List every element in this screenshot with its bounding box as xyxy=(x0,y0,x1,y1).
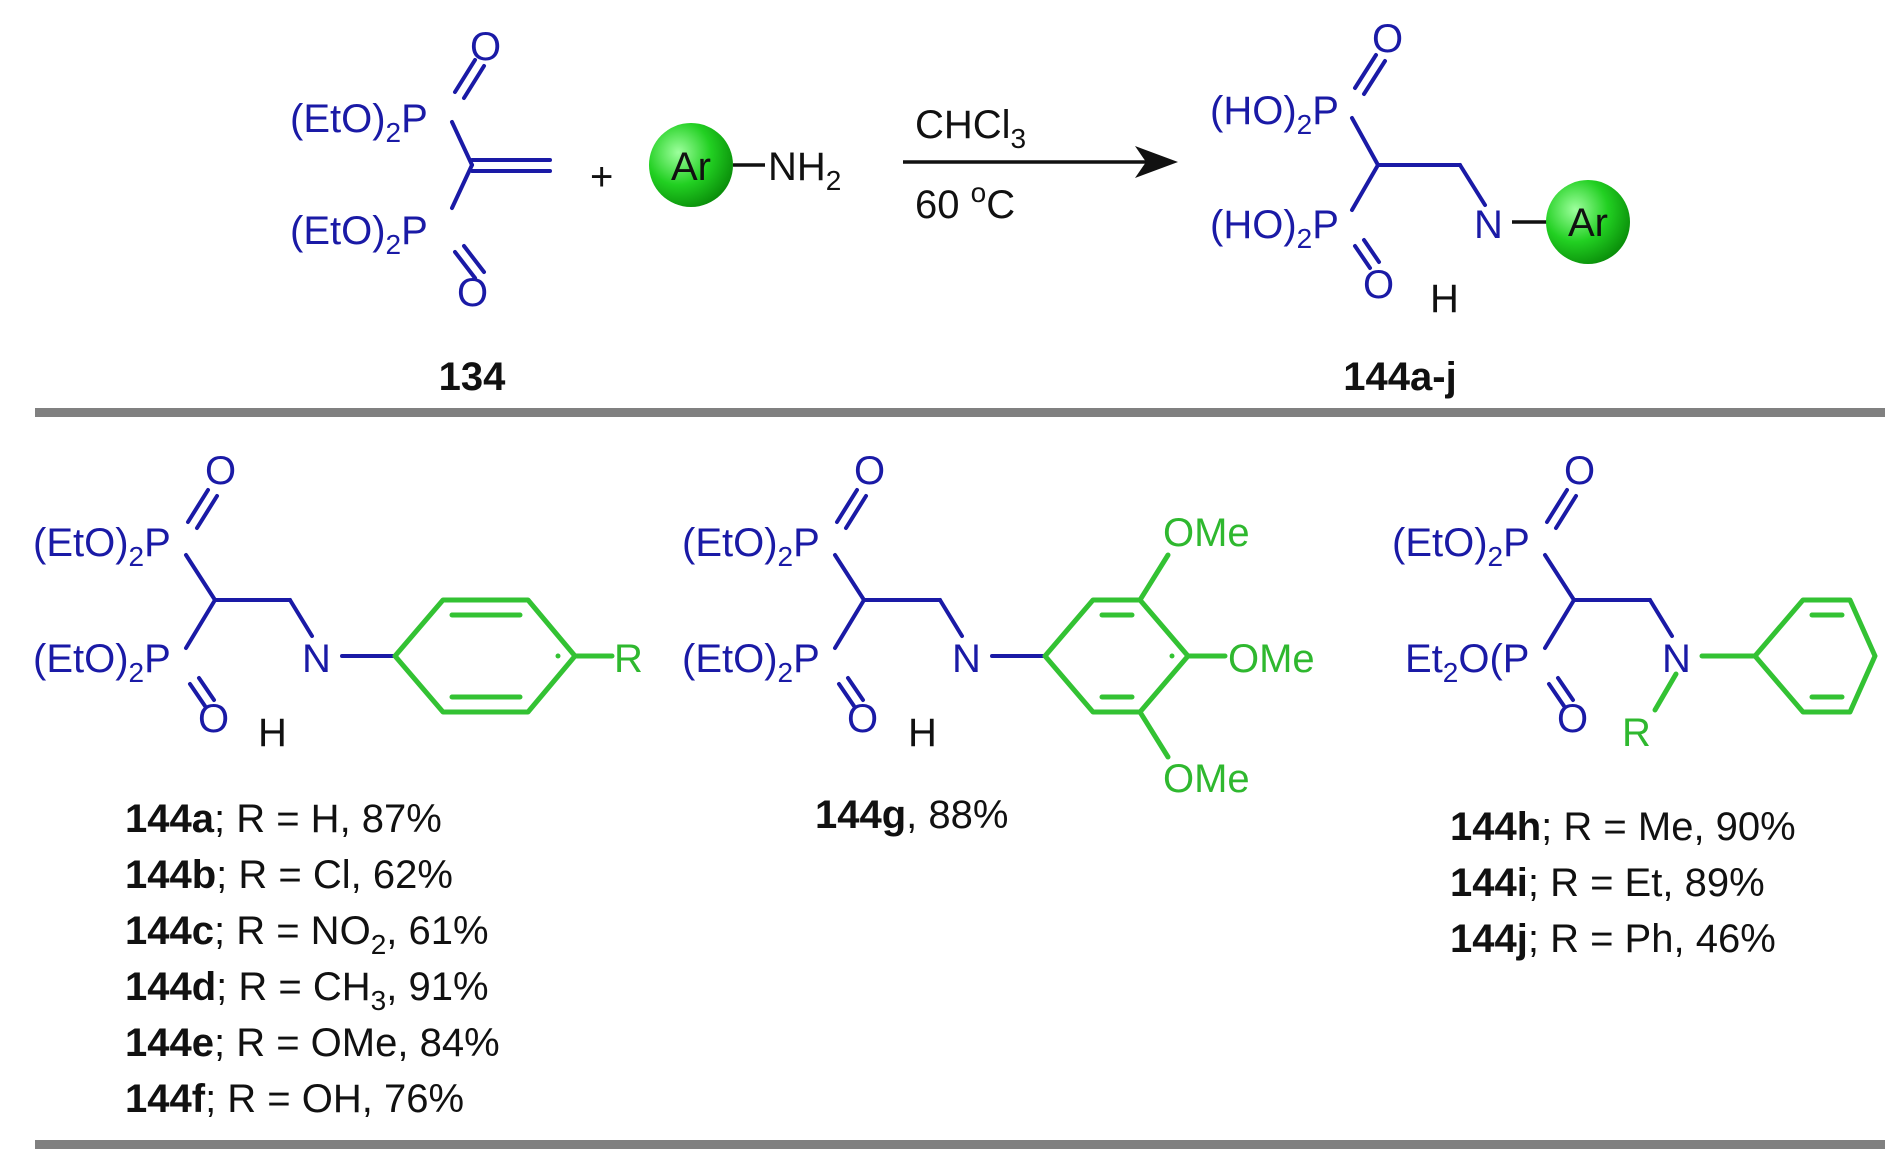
amine-label: NH2 xyxy=(768,145,841,196)
right-phosphonate-lower: Et2O(P xyxy=(1405,637,1530,688)
middle-nitrogen: N xyxy=(952,637,981,681)
reactant-oxygen-lower: O xyxy=(457,271,488,315)
left-oxygen-upper: O xyxy=(205,449,236,493)
left-hydrogen: H xyxy=(258,711,287,755)
entry-144j: 144j; R = Ph, 46% xyxy=(1450,917,1776,961)
compound-144a-f: (EtO)2P O (EtO)2P O N H R 144a; R = H, 8… xyxy=(33,449,643,1121)
product-oxygen-upper: O xyxy=(1372,17,1403,61)
entry-144c: 144c; R = NO2, 61% xyxy=(125,909,489,960)
product-hydrogen: H xyxy=(1430,277,1459,321)
middle-phosphonate-lower: (EtO)2P xyxy=(682,637,820,688)
entry-144a: 144a; R = H, 87% xyxy=(125,797,442,841)
product-phosphonic-upper: (HO)2P xyxy=(1210,89,1339,140)
compound-144g: (EtO)2P O (EtO)2P O N H OMe OMe OMe 144g… xyxy=(682,449,1315,837)
reactant-oxygen-upper: O xyxy=(470,25,501,69)
reaction-arrow: CHCl3 60 oC xyxy=(903,103,1178,227)
entry-144h: 144h; R = Me, 90% xyxy=(1450,805,1796,849)
left-phosphonate-lower: (EtO)2P xyxy=(33,637,171,688)
compound-label-134: 134 xyxy=(439,355,506,399)
aryl-amine: Ar NH2 xyxy=(649,123,841,207)
methoxy-upper: OMe xyxy=(1163,511,1250,555)
product-144a-j: (HO)2P O (HO)2P O N H Ar 144a-j xyxy=(1210,17,1630,399)
right-oxygen-lower: O xyxy=(1557,697,1588,741)
product-nitrogen: N xyxy=(1474,203,1503,247)
middle-oxygen-lower: O xyxy=(847,697,878,741)
product-oxygen-lower: O xyxy=(1363,263,1394,307)
entry-144i: 144i; R = Et, 89% xyxy=(1450,861,1765,905)
right-r-group: R xyxy=(1622,711,1651,755)
left-nitrogen: N xyxy=(302,637,331,681)
right-yield-list: 144h; R = Me, 90% 144i; R = Et, 89% 144j… xyxy=(1450,805,1796,961)
reactant-134: (EtO)2P O (EtO)2P O 134 xyxy=(290,25,552,399)
methoxy-lower: OMe xyxy=(1163,757,1250,801)
plus-sign: + xyxy=(590,155,613,199)
compound-144h-j: (EtO)2P O Et2O(P O N R 144h; R = Me, 90%… xyxy=(1392,449,1878,961)
entry-144e: 144e; R = OMe, 84% xyxy=(125,1021,500,1065)
middle-phosphonate-upper: (EtO)2P xyxy=(682,521,820,572)
product-phosphonic-lower: (HO)2P xyxy=(1210,203,1339,254)
entry-144b: 144b; R = Cl, 62% xyxy=(125,853,453,897)
reactant-phosphonate-lower: (EtO)2P xyxy=(290,209,428,260)
right-phosphonate-upper: (EtO)2P xyxy=(1392,521,1530,572)
solvent-label: CHCl3 xyxy=(915,103,1026,154)
left-r-group: R xyxy=(614,637,643,681)
product-aryl-label: Ar xyxy=(1568,201,1608,245)
reactant-phosphonate-upper: (EtO)2P xyxy=(290,97,428,148)
right-nitrogen: N xyxy=(1662,637,1691,681)
temperature-label: 60 oC xyxy=(915,177,1015,227)
entry-144f: 144f; R = OH, 76% xyxy=(125,1077,464,1121)
middle-hydrogen: H xyxy=(908,711,937,755)
left-yield-list: 144a; R = H, 87% 144b; R = Cl, 62% 144c;… xyxy=(125,797,500,1121)
middle-oxygen-upper: O xyxy=(854,449,885,493)
aryl-ball-icon xyxy=(649,123,733,207)
entry-144g: 144g, 88% xyxy=(815,793,1008,837)
aryl-label: Ar xyxy=(671,145,711,189)
left-oxygen-lower: O xyxy=(198,697,229,741)
product-aryl-ball-icon xyxy=(1546,180,1630,264)
right-oxygen-upper: O xyxy=(1564,449,1595,493)
divider-bottom xyxy=(35,1140,1885,1149)
compound-label-144a-j: 144a-j xyxy=(1343,355,1456,399)
methoxy-para: OMe xyxy=(1228,637,1315,681)
entry-144d: 144d; R = CH3, 91% xyxy=(125,965,489,1016)
divider-top xyxy=(35,408,1885,417)
left-phosphonate-upper: (EtO)2P xyxy=(33,521,171,572)
